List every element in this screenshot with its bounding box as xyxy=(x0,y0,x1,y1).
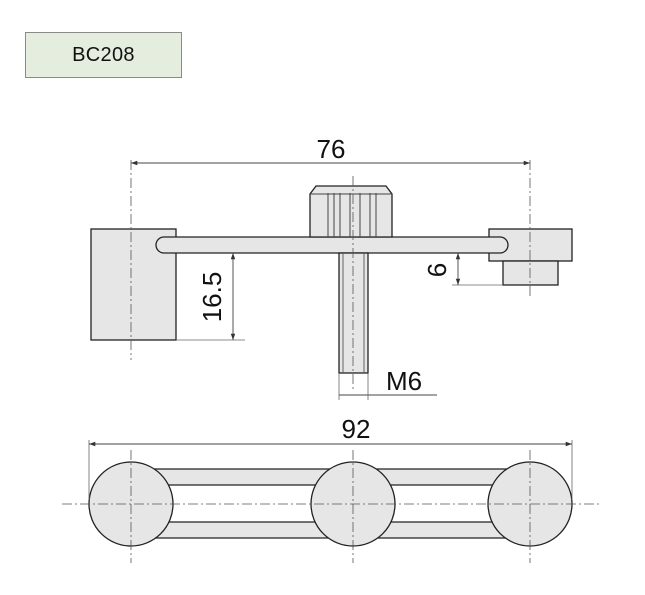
dimension-76-label: 76 xyxy=(317,134,346,164)
threaded-stud xyxy=(338,252,369,374)
part-number-label: BC208 xyxy=(72,43,135,66)
knurled-knob xyxy=(309,185,393,238)
connecting-rod xyxy=(155,236,509,254)
dimension-6-label: 6 xyxy=(422,263,452,277)
part-number-badge: BC208 xyxy=(25,32,182,78)
dimension-92-label: 92 xyxy=(342,414,371,444)
side-view: 76 16.5 6 M6 xyxy=(90,134,573,400)
dimension-16-5-label: 16.5 xyxy=(197,272,227,323)
dimension-76: 76 xyxy=(131,134,530,166)
plan-view: 92 xyxy=(62,414,600,563)
dimension-92: 92 xyxy=(89,414,572,447)
thread-label: M6 xyxy=(386,366,422,396)
right-block-lower xyxy=(502,260,559,286)
dimension-6: 6 xyxy=(422,253,503,286)
thread-callout-m6: M6 xyxy=(338,366,437,400)
dimension-16-5: 16.5 xyxy=(176,253,245,341)
